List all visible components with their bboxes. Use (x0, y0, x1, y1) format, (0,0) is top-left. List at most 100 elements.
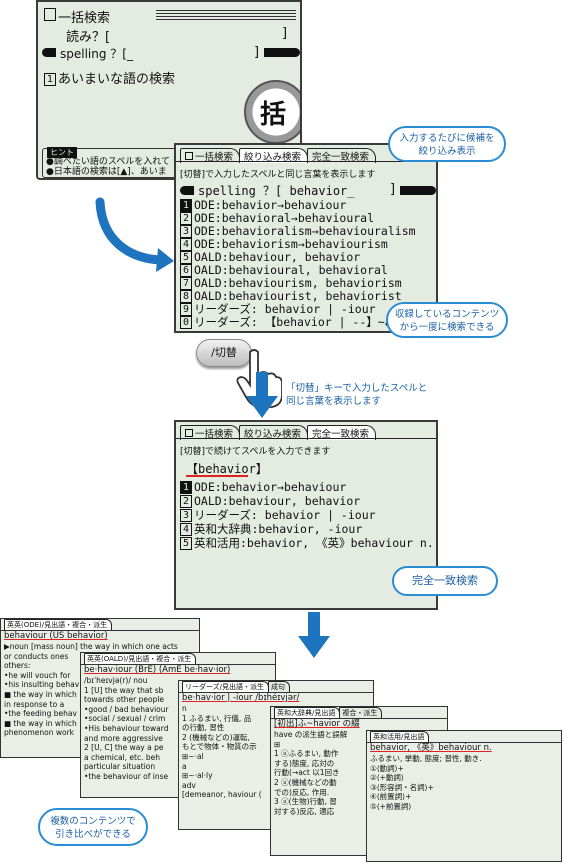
tab-bulk-search[interactable]: 一括検索 (180, 425, 241, 440)
down-arrow-icon (298, 612, 330, 658)
info-text: [切替]で入力したスペルと同じ言葉を表示します (180, 170, 376, 180)
detail-tab[interactable]: リーダーズ/見出語・派生 (182, 681, 270, 692)
headword: behavior, 《英》behaviour n. (370, 743, 492, 753)
result-text: リーダーズ: behavior | -iour (194, 508, 376, 522)
definition-line: ■ the way in which (4, 689, 77, 699)
spelling-field-end: ] (254, 45, 260, 60)
headword: behaviour (US behavior) (4, 631, 108, 641)
detail-tab[interactable]: 英英(ODE)/見出語・複合・派生 (4, 619, 113, 630)
info-text: [切替]で続けてスペルを入力できます (180, 447, 331, 457)
detail-tab[interactable]: 英和大辞典/見出語 (274, 707, 341, 718)
definition-line: 行動(→act 以1回き (274, 768, 340, 778)
definition-line: ②⟨+動詞⟩ (370, 773, 404, 783)
definition-line: 2 (機械などの)運転, (182, 732, 250, 742)
definition-line: ⊞ (274, 739, 281, 749)
detail-tab[interactable]: 成句 (268, 681, 291, 692)
detail-tab[interactable]: 英英(OALD)/見出語・複合・派生 (84, 653, 197, 664)
definition-line: have の派生語と誤解 (274, 730, 348, 739)
query-text: 【behavior】 (186, 462, 268, 476)
hint-line: ●調べたい語のスペルを入れて (46, 157, 170, 167)
number-icon: 1 (180, 481, 192, 494)
spelling-field[interactable]: spelling ？[_ (60, 47, 133, 61)
screen-refine-search: 一括検索絞り込み検索完全一致検索 [切替]で入力したスペルと同じ言葉を表示します… (174, 143, 438, 333)
detail-tab[interactable]: 英和活用/見出語 (370, 731, 430, 742)
definition-line: 3 ⓤ(生物)行動, 習 (274, 797, 337, 807)
definition-line: •His behaviour toward (84, 723, 169, 733)
result-text: 英和大辞典:behavior, -iour (194, 522, 363, 536)
spelling-right-tab (400, 186, 436, 195)
result-text: ODE:behavioralism→behaviouralism (194, 224, 416, 238)
result-text: OALD:behaviour, behavior (194, 494, 361, 508)
callout-compare: 複数のコンテンツで 引き比べができる (38, 808, 148, 846)
result-text: ODE:behaviorism→behaviourism (194, 237, 388, 251)
definition-line: ⑤⟨+前置詞⟩ (370, 801, 412, 811)
screen-title: 一括検索 (44, 7, 110, 26)
definition-line: a (182, 761, 187, 771)
spelling-field[interactable]: spelling ？[ behavior_ (198, 184, 355, 198)
tab-divider (176, 161, 436, 162)
number-icon: 2 (180, 212, 192, 225)
detail-tab[interactable]: 複合・派生 (339, 707, 383, 718)
title-decoration (156, 8, 296, 20)
detail-header: 英和活用/見出語 (367, 731, 561, 743)
callout-contents: 収録しているコンテンツ から一度に検索できる (386, 302, 508, 338)
caption-switch-key: 「切替」キーで入力したスペルと 同じ言葉を表示します (286, 383, 428, 407)
number-icon: 0 (180, 316, 192, 329)
hint-line: ●日本語の検索は[▲]、あいま (46, 167, 167, 177)
definition-line: •he will vouch for (4, 670, 71, 680)
bulk-search-logo: 括 (244, 80, 300, 144)
definition-line: n (182, 704, 187, 713)
definition-line: ▶noun [mass noun] the way in which one a… (4, 642, 178, 651)
result-text: ODE:behavior→behaviour (194, 198, 347, 212)
definition-line: particular situation (84, 762, 156, 772)
number-icon: 1 (180, 199, 192, 212)
number-icon: 8 (180, 290, 192, 303)
definition-line: の行動, 習性 (182, 723, 225, 733)
spelling-field-end: ] (390, 182, 396, 197)
definition-line: 1 ふるまい, 行儀, 品 (182, 713, 252, 723)
number-icon: 4 (180, 523, 192, 536)
definition-line: •the feeding behav (4, 709, 77, 719)
tab-bar: 一括検索絞り込み検索完全一致検索 (180, 425, 377, 440)
tab-exact-search[interactable]: 完全一致検索 (307, 148, 377, 163)
result-text: ODE:behavioral→behavioural (194, 211, 375, 225)
yomi-field[interactable]: 読み？[ (66, 30, 111, 45)
tab-exact-search[interactable]: 完全一致検索 (307, 425, 377, 440)
definition-line: a chemical, etc. beh (84, 752, 161, 762)
curved-arrow-icon (95, 197, 174, 272)
tab-bulk-search[interactable]: 一括検索 (180, 148, 241, 163)
switch-key-button[interactable]: /切替 (196, 339, 252, 367)
definition-line: ①⟨動詞⟩+ (370, 763, 404, 773)
square-icon (44, 8, 56, 21)
detail-header: 英英(ODE)/見出語・複合・派生 (1, 619, 199, 631)
tab-divider (176, 438, 436, 439)
result-text: OALD:behaviourist, behaviorist (194, 289, 402, 303)
definition-line: ④⟨前置詞⟩+ (370, 792, 412, 802)
definition-line: •social / sexual / crim (84, 714, 166, 724)
callout-exact: 完全一致検索 (392, 566, 498, 596)
definition-line: 2 ⓤ(機械などの動 (274, 777, 337, 787)
definition-line: phenomenon work (4, 728, 75, 738)
definition-line: 1 ⓤふるまい, 動作 (274, 749, 339, 759)
detail-header: 英英(OALD)/見出語・複合・派生 (81, 653, 275, 665)
number-icon: 5 (180, 251, 192, 264)
